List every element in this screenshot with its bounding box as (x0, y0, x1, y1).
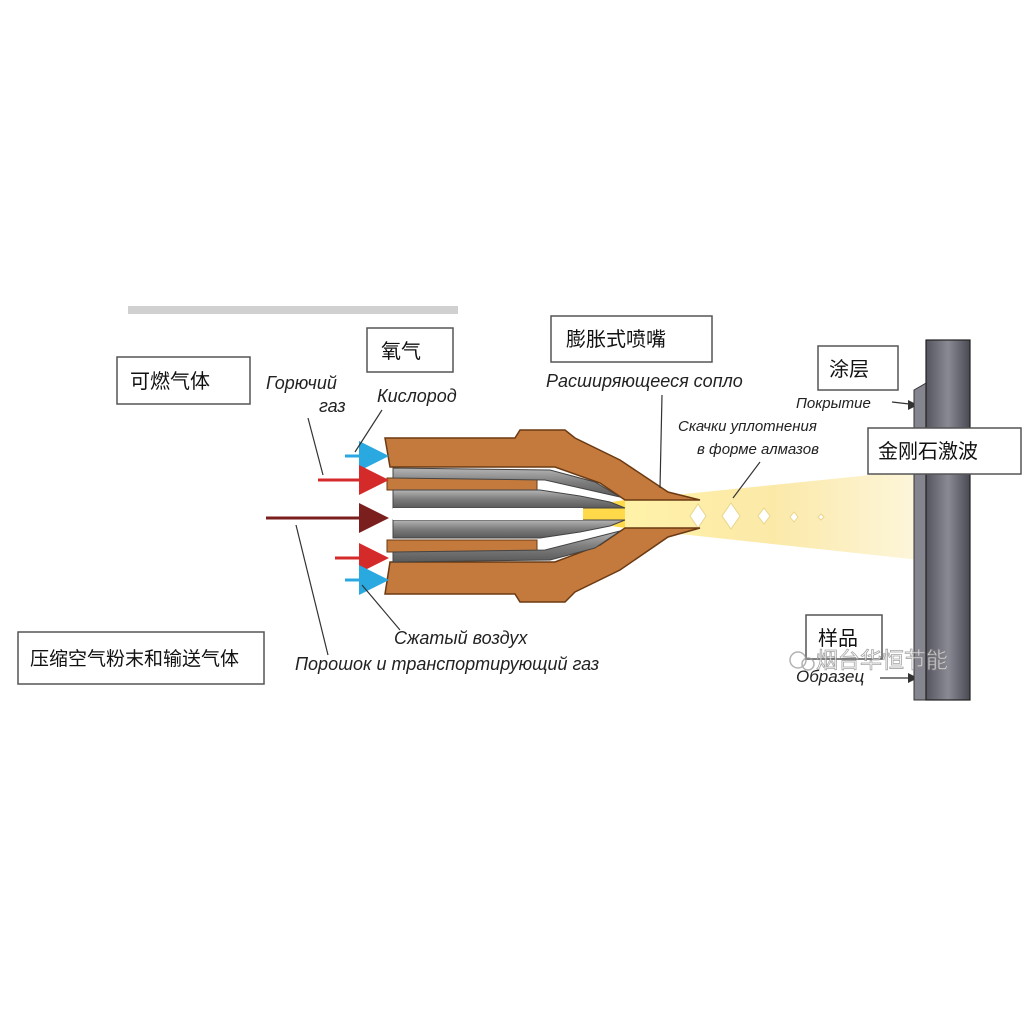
nozzle-upper-housing (384, 429, 701, 501)
pointer-air (361, 584, 401, 631)
pointer-coating-head (908, 400, 918, 410)
expanding-nozzle-ru: Расширяющееся сопло (546, 371, 743, 391)
watermark-text: 烟台华恒节能 (816, 649, 948, 674)
sample-ru: Образец (796, 667, 864, 686)
shock-ru-line2: в форме алмазов (697, 441, 819, 458)
coating-cn: 涂层 (829, 357, 869, 381)
coating-ru: Покрытие (796, 395, 871, 412)
expansion-nozzle-cn: 膨胀式喷嘴 (566, 327, 666, 351)
wechat-icon (789, 651, 807, 669)
pointer-shock (732, 461, 761, 499)
inner-channel-upper (392, 489, 626, 509)
pointer-sample-head (908, 673, 918, 683)
diamond-shock-cn: 金刚石激波 (878, 439, 978, 463)
shock-ru-line1: Скачки уплотнения (678, 418, 817, 435)
shock-diamond (817, 513, 825, 521)
inner-channel-upper-2 (392, 467, 621, 498)
compressed-air-cn: 压缩空气粉末和输送气体 (30, 648, 239, 670)
diamond-shock-box (867, 427, 1022, 475)
compressed-air-ru: Сжатый воздух (394, 628, 528, 648)
oxygen-box (366, 327, 454, 373)
combustible-gas-box (116, 356, 251, 405)
sample-cn: 样品 (818, 626, 858, 650)
wechat-icon-dot (801, 657, 815, 671)
pointer-nozzle (659, 394, 663, 489)
sample-box (805, 614, 883, 660)
fuel-gas-ru-line2: газ (319, 396, 346, 416)
pointer-fuel-gas (307, 417, 324, 476)
central-bore (393, 508, 583, 520)
cropped-header-bar (128, 306, 458, 314)
expansion-nozzle-box (550, 315, 713, 363)
compressed-air-box (17, 631, 265, 685)
shock-diamond (721, 502, 741, 530)
oxygen-ru: Кислород (377, 386, 457, 406)
shock-diamond (689, 503, 707, 529)
substrate (925, 339, 971, 701)
coating-box (817, 345, 899, 391)
oxygen-cn: 氧气 (381, 339, 421, 363)
shock-diamond (789, 511, 799, 523)
shock-diamond (757, 507, 771, 525)
inner-channel-lower-2 (392, 530, 621, 563)
pointer-powder (295, 524, 329, 656)
shock-diamonds (689, 502, 825, 530)
watermark: 烟台华恒节能 (789, 649, 948, 674)
spray-jet (625, 470, 920, 560)
nozzle-lower-housing (384, 527, 701, 603)
powder-gas-ru: Порошок и транспортирующий газ (295, 654, 599, 674)
combustible-gas-cn: 可燃气体 (130, 369, 210, 393)
inner-channel-lower (392, 519, 626, 539)
pointer-oxygen (354, 409, 383, 453)
fuel-gas-ru-line1: Горючий (266, 373, 337, 393)
